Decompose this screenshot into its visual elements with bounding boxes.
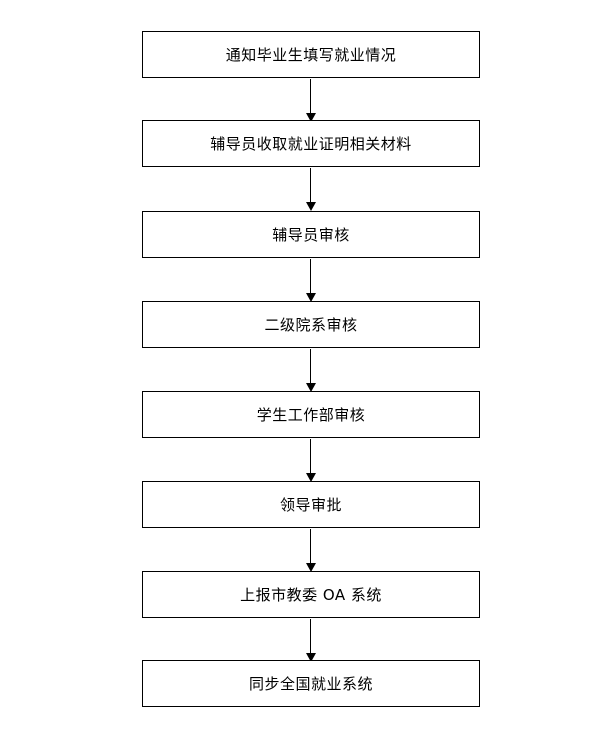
step-student-affairs-review: 学生工作部审核 [142,391,480,438]
arrow-down [305,619,317,662]
step-label: 二级院系审核 [264,316,358,334]
step-label: 通知毕业生填写就业情况 [225,46,397,64]
step-label: 辅导员收取就业证明相关材料 [210,135,412,153]
step-label: 上报市教委 OA 系统 [240,586,382,604]
step-leadership-approval: 领导审批 [142,481,480,528]
step-label: 同步全国就业系统 [248,675,373,693]
step-notify-graduates: 通知毕业生填写就业情况 [142,31,480,78]
step-counselor-review: 辅导员审核 [142,211,480,258]
step-label: 领导审批 [279,496,342,514]
arrow-down [305,79,317,122]
arrow-down [305,168,317,211]
arrow-down [305,439,317,482]
step-department-review: 二级院系审核 [142,301,480,348]
arrow-down [305,259,317,302]
step-label: 辅导员审核 [272,226,350,244]
arrow-down [305,529,317,572]
step-counselor-collect-materials: 辅导员收取就业证明相关材料 [142,120,480,167]
step-label: 学生工作部审核 [256,406,366,424]
step-sync-national-system: 同步全国就业系统 [142,660,480,707]
arrow-down [305,349,317,392]
step-report-oa-system: 上报市教委 OA 系统 [142,571,480,618]
